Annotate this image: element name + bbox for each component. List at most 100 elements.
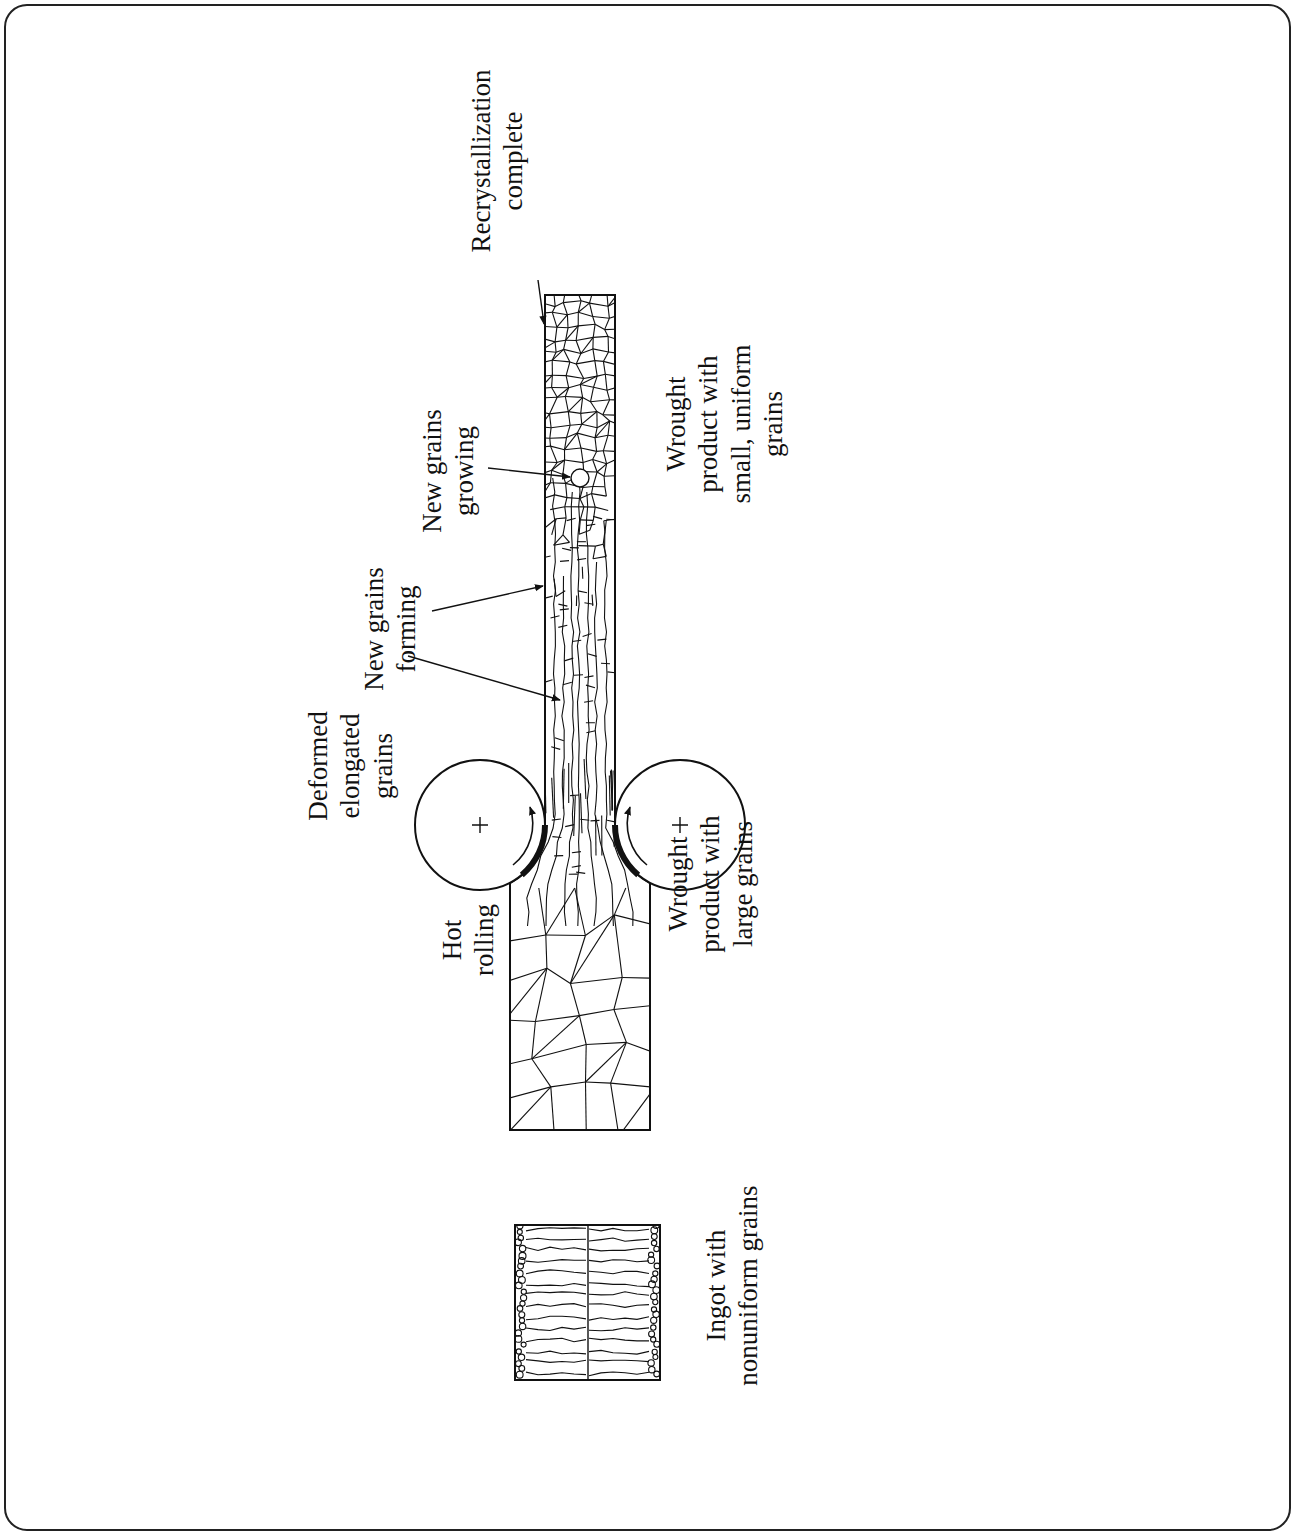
chill-grain	[649, 1252, 654, 1257]
rotation-arrow	[627, 807, 647, 865]
grain-boundary	[505, 1087, 551, 1136]
chill-grain	[651, 1337, 656, 1342]
grain-boundary	[565, 498, 567, 507]
grain-boundary	[591, 400, 610, 402]
leader-line	[488, 468, 570, 477]
grain-boundary	[595, 361, 597, 377]
chill-grain	[521, 1295, 527, 1301]
grain-boundary	[569, 874, 578, 875]
grain-boundary	[611, 1083, 655, 1087]
grain-boundary	[580, 499, 584, 507]
grain-boundary	[584, 603, 593, 605]
grain-boundary	[552, 375, 566, 377]
grain-boundary	[572, 852, 581, 853]
grain-boundary	[540, 338, 555, 342]
grain-boundary	[552, 836, 561, 838]
grain-boundary	[535, 1016, 579, 1022]
grain-boundary	[564, 349, 570, 362]
grain-boundary	[579, 520, 580, 534]
grain-boundary	[581, 397, 583, 413]
chill-grain	[653, 1225, 659, 1228]
grain-boundary	[607, 390, 610, 400]
grain-boundary	[526, 1372, 586, 1375]
grain-boundary	[546, 576, 565, 926]
grain-boundary	[550, 507, 565, 510]
chill-grain	[651, 1276, 657, 1282]
chill-grain	[521, 1289, 526, 1294]
grain-boundary	[560, 560, 569, 562]
ingot-centerline	[587, 1225, 588, 1380]
leader-line	[408, 656, 560, 700]
grain-boundary	[578, 545, 595, 547]
grain-boundary	[583, 634, 592, 637]
chill-grain	[518, 1235, 523, 1240]
grain-boundary	[552, 360, 553, 375]
chill-grain	[517, 1229, 522, 1234]
grain-boundary	[590, 303, 609, 306]
grain-boundary	[555, 342, 556, 352]
frame-border	[5, 5, 1290, 1530]
grain-boundary	[564, 658, 573, 661]
grain-boundary	[604, 464, 607, 477]
grain-boundary	[570, 794, 579, 796]
grain-boundary	[595, 507, 608, 510]
grain-boundary	[526, 1292, 586, 1294]
grain-boundary	[576, 872, 585, 873]
grain-boundary	[550, 414, 552, 428]
grain-boundary	[578, 591, 587, 593]
grain-boundary	[570, 915, 614, 984]
grain-boundary	[596, 412, 597, 428]
grain-boundary	[577, 559, 586, 560]
callout-label: Wrought product with large grains	[662, 798, 759, 970]
grain-boundary	[560, 609, 569, 610]
grain-boundary	[581, 412, 597, 414]
grain-boundary	[597, 374, 605, 376]
grain-boundary	[578, 324, 595, 326]
grain-boundary	[589, 1350, 649, 1354]
grain-boundary	[576, 326, 578, 341]
grain-boundary	[572, 640, 581, 641]
grain-boundary	[551, 747, 560, 750]
grain-boundary	[576, 595, 577, 606]
grain-boundary	[557, 327, 568, 329]
grain-boundary	[614, 915, 622, 978]
grain-boundary	[614, 1005, 655, 1009]
grain-boundary	[614, 978, 622, 1010]
chill-grain	[519, 1277, 526, 1284]
grain-boundary	[568, 412, 580, 414]
grain-boundary	[552, 312, 567, 314]
grain-boundary	[603, 414, 620, 415]
grain-boundary	[550, 412, 569, 414]
grain-boundary	[586, 731, 595, 733]
grain-boundary	[597, 450, 604, 452]
chill-grain	[519, 1323, 525, 1329]
chill-grain	[651, 1325, 656, 1330]
grain-boundary	[577, 541, 586, 542]
grain-boundary	[565, 396, 582, 398]
grain-boundary	[593, 349, 609, 352]
grain-boundary	[540, 375, 552, 376]
grain-boundary	[593, 317, 610, 319]
grain-boundary	[563, 769, 565, 809]
grain-boundary	[605, 374, 607, 390]
grain-boundary	[552, 778, 554, 818]
grain-boundary	[526, 1260, 586, 1263]
grain-boundary	[601, 663, 610, 665]
callout-label: Recrystallization complete	[465, 36, 530, 286]
grain-boundary	[554, 535, 563, 545]
grain-boundary	[540, 461, 557, 463]
grain-boundary	[580, 494, 592, 499]
grain-boundary	[568, 763, 569, 803]
grain-boundary	[564, 340, 566, 349]
grain-boundary	[595, 544, 603, 546]
grain-boundary	[581, 448, 597, 451]
grain-boundary	[532, 1016, 580, 1059]
chill-grain	[516, 1349, 521, 1354]
grain-boundary	[586, 524, 595, 525]
grain-boundary	[550, 428, 551, 439]
grain-boundary	[546, 934, 586, 936]
chill-grain	[651, 1307, 656, 1312]
grain-boundary	[607, 458, 620, 464]
grain-boundary	[552, 307, 555, 313]
grain-boundary	[551, 446, 558, 462]
